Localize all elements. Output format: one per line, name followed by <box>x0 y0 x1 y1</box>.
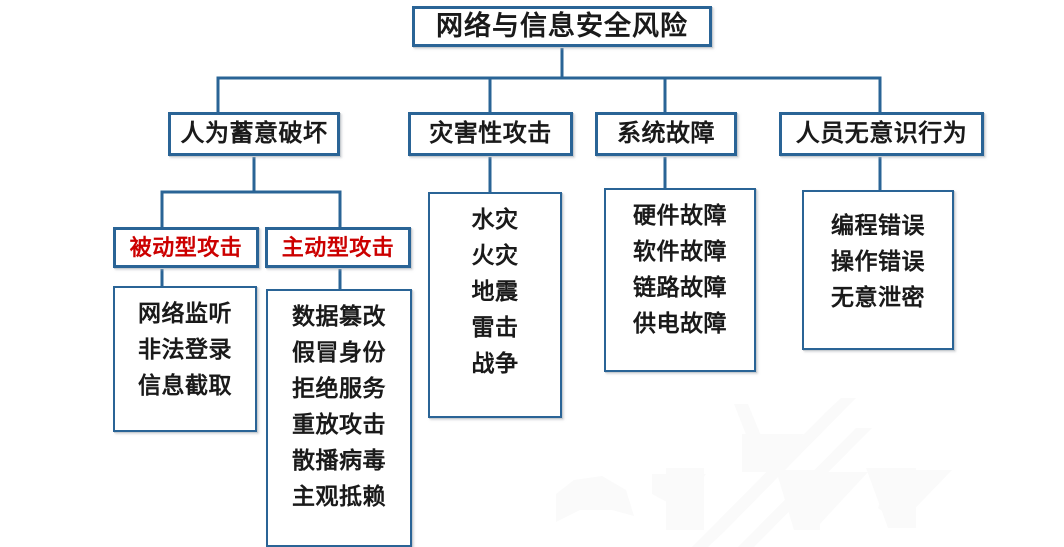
list-item: 重放攻击 <box>292 411 386 437</box>
category-node-disaster-attack[interactable]: 灾害性攻击 <box>408 112 573 156</box>
list-node-active-attack-items[interactable]: 数据篡改 假冒身份 拒绝服务 重放攻击 散播病毒 主观抵赖 <box>266 289 412 547</box>
list-item: 编程错误 <box>831 212 925 238</box>
attack-type-node-label: 被动型攻击 <box>129 234 243 260</box>
list-node-disaster-items[interactable]: 水灾 火灾 地震 雷击 战争 <box>428 192 562 418</box>
root-node-network-information-security-risk[interactable]: 网络与信息安全风险 <box>412 6 712 47</box>
category-node-system-fault[interactable]: 系统故障 <box>595 112 737 156</box>
category-node-label: 灾害性攻击 <box>429 120 552 147</box>
attack-type-node-active-attack[interactable]: 主动型攻击 <box>265 227 411 268</box>
list-item: 数据篡改 <box>292 303 386 329</box>
list-item: 无意泄密 <box>831 284 925 310</box>
list-item: 信息截取 <box>138 372 232 398</box>
list-item: 操作错误 <box>831 248 925 274</box>
list-item: 软件故障 <box>633 238 727 264</box>
list-item: 火灾 <box>471 242 519 268</box>
list-item: 网络监听 <box>138 300 232 326</box>
list-item: 硬件故障 <box>633 202 727 228</box>
list-item: 拒绝服务 <box>292 375 386 401</box>
list-node-system-fault-items[interactable]: 硬件故障 软件故障 链路故障 供电故障 <box>604 188 756 372</box>
list-item: 主观抵赖 <box>292 483 386 509</box>
list-item: 水灾 <box>471 206 519 232</box>
list-item: 非法登录 <box>138 336 232 362</box>
category-node-unintentional-personnel-behavior[interactable]: 人员无意识行为 <box>779 112 984 156</box>
category-node-label: 系统故障 <box>617 120 715 147</box>
category-node-label: 人员无意识行为 <box>795 120 968 147</box>
category-node-label: 人为蓄意破坏 <box>180 120 328 147</box>
list-item: 地震 <box>471 278 519 304</box>
attack-type-node-passive-attack[interactable]: 被动型攻击 <box>113 227 259 268</box>
root-node-label: 网络与信息安全风险 <box>436 11 688 41</box>
list-item: 假冒身份 <box>292 339 386 365</box>
list-node-passive-attack-items[interactable]: 网络监听 非法登录 信息截取 <box>113 286 257 432</box>
list-item: 雷击 <box>471 314 519 340</box>
abstract-logo-watermark <box>556 398 952 547</box>
list-node-human-error-items[interactable]: 编程错误 操作错误 无意泄密 <box>802 190 954 350</box>
category-node-human-sabotage[interactable]: 人为蓄意破坏 <box>168 112 340 156</box>
list-item: 战争 <box>471 350 519 376</box>
list-item: 链路故障 <box>633 274 727 300</box>
list-item: 散播病毒 <box>292 447 386 473</box>
list-item: 供电故障 <box>633 310 727 336</box>
attack-type-node-label: 主动型攻击 <box>281 234 395 260</box>
